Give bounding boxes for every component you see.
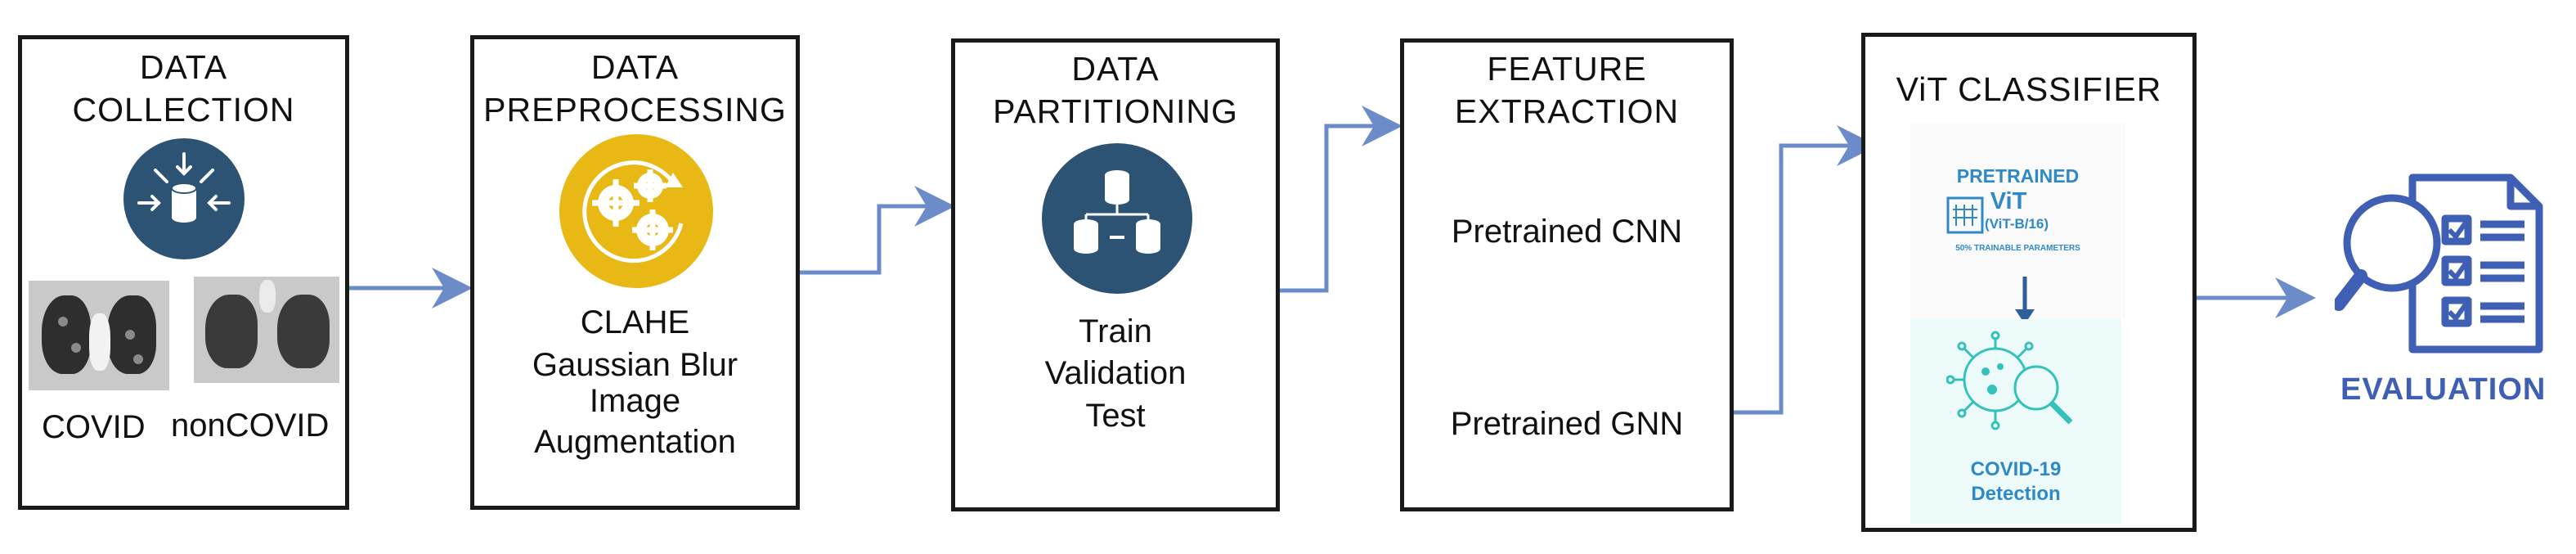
vit-model-name: ViT <box>1990 188 2027 214</box>
virus-magnifier-icon <box>1946 331 2073 430</box>
data-partitioning-title-line2: PARTITIONING <box>993 92 1238 130</box>
data-collection-title-line1: DATA <box>139 48 228 86</box>
preprocessing-item-augmentation: Augmentation <box>534 424 736 460</box>
covid-ct-image <box>29 281 169 390</box>
vit-model-variant: (ViT-B/16) <box>1984 216 2049 232</box>
data-partitioning-title-line1: DATA <box>1071 50 1160 88</box>
arrow-preprocessing-to-partitioning <box>800 186 955 275</box>
data-preprocessing-title-line2: PREPROCESSING <box>483 91 787 128</box>
covid19-label: COVID-19 <box>1970 458 2062 480</box>
data-preprocessing-box: DATA PREPROCESSING CLAHE Gaussian <box>470 35 800 510</box>
feature-extraction-title-line2: EXTRACTION <box>1454 92 1680 130</box>
preprocessing-item-gaussian-blur: Gaussian Blur <box>532 347 738 383</box>
data-preprocessing-title-line1: DATA <box>590 48 680 86</box>
arrow-partitioning-to-feature <box>1280 106 1402 293</box>
gears-cycle-icon <box>559 134 713 288</box>
data-collection-title-line2: COLLECTION <box>72 91 295 128</box>
data-partitioning-box: DATA PARTITIONING Train Validation Test <box>951 38 1280 511</box>
database-split-icon <box>1042 143 1192 294</box>
data-collection-box: DATA COLLECTION <box>18 35 349 510</box>
pretrained-label: PRETRAINED <box>1956 165 2080 187</box>
evaluation-label: EVALUATION <box>2340 372 2547 407</box>
partition-item-validation: Validation <box>1044 355 1187 391</box>
arrow-feature-to-vit <box>1734 125 1878 415</box>
pretrained-vit-panel: PRETRAINED ViT (ViT-B/16) 50% TRAINABLE … <box>1910 123 2125 319</box>
vit-params-note: 50% TRAINABLE PARAMETERS <box>1955 244 2080 253</box>
down-arrow-icon <box>2015 277 2035 324</box>
noncovid-label: nonCOVID <box>171 408 330 444</box>
vit-grid-icon <box>1946 196 1984 234</box>
feature-extraction-box: FEATURE EXTRACTION Pretrained CNN Pretra… <box>1400 38 1734 511</box>
covid-label: COVID <box>42 409 146 445</box>
vit-classifier-title: ViT CLASSIFIER <box>1896 70 2162 108</box>
pretrained-gnn-label: Pretrained GNN <box>1450 406 1684 442</box>
noncovid-ct-image <box>194 277 339 383</box>
preprocessing-item-image: Image <box>589 383 681 419</box>
detection-label: Detection <box>1971 483 2061 505</box>
vit-classifier-box: ViT CLASSIFIER PRETRAINED ViT (ViT-B/16)… <box>1861 33 2197 532</box>
pretrained-cnn-label: Pretrained CNN <box>1451 214 1683 250</box>
partition-item-train: Train <box>1079 313 1152 349</box>
feature-extraction-title-line1: FEATURE <box>1487 50 1647 88</box>
partition-item-test: Test <box>1085 398 1146 434</box>
preprocessing-item-clahe: CLAHE <box>580 304 690 340</box>
checklist-magnifier-icon <box>2335 173 2543 354</box>
database-inbound-icon <box>123 138 245 259</box>
covid-detection-panel: COVID-19 Detection <box>1910 319 2121 524</box>
